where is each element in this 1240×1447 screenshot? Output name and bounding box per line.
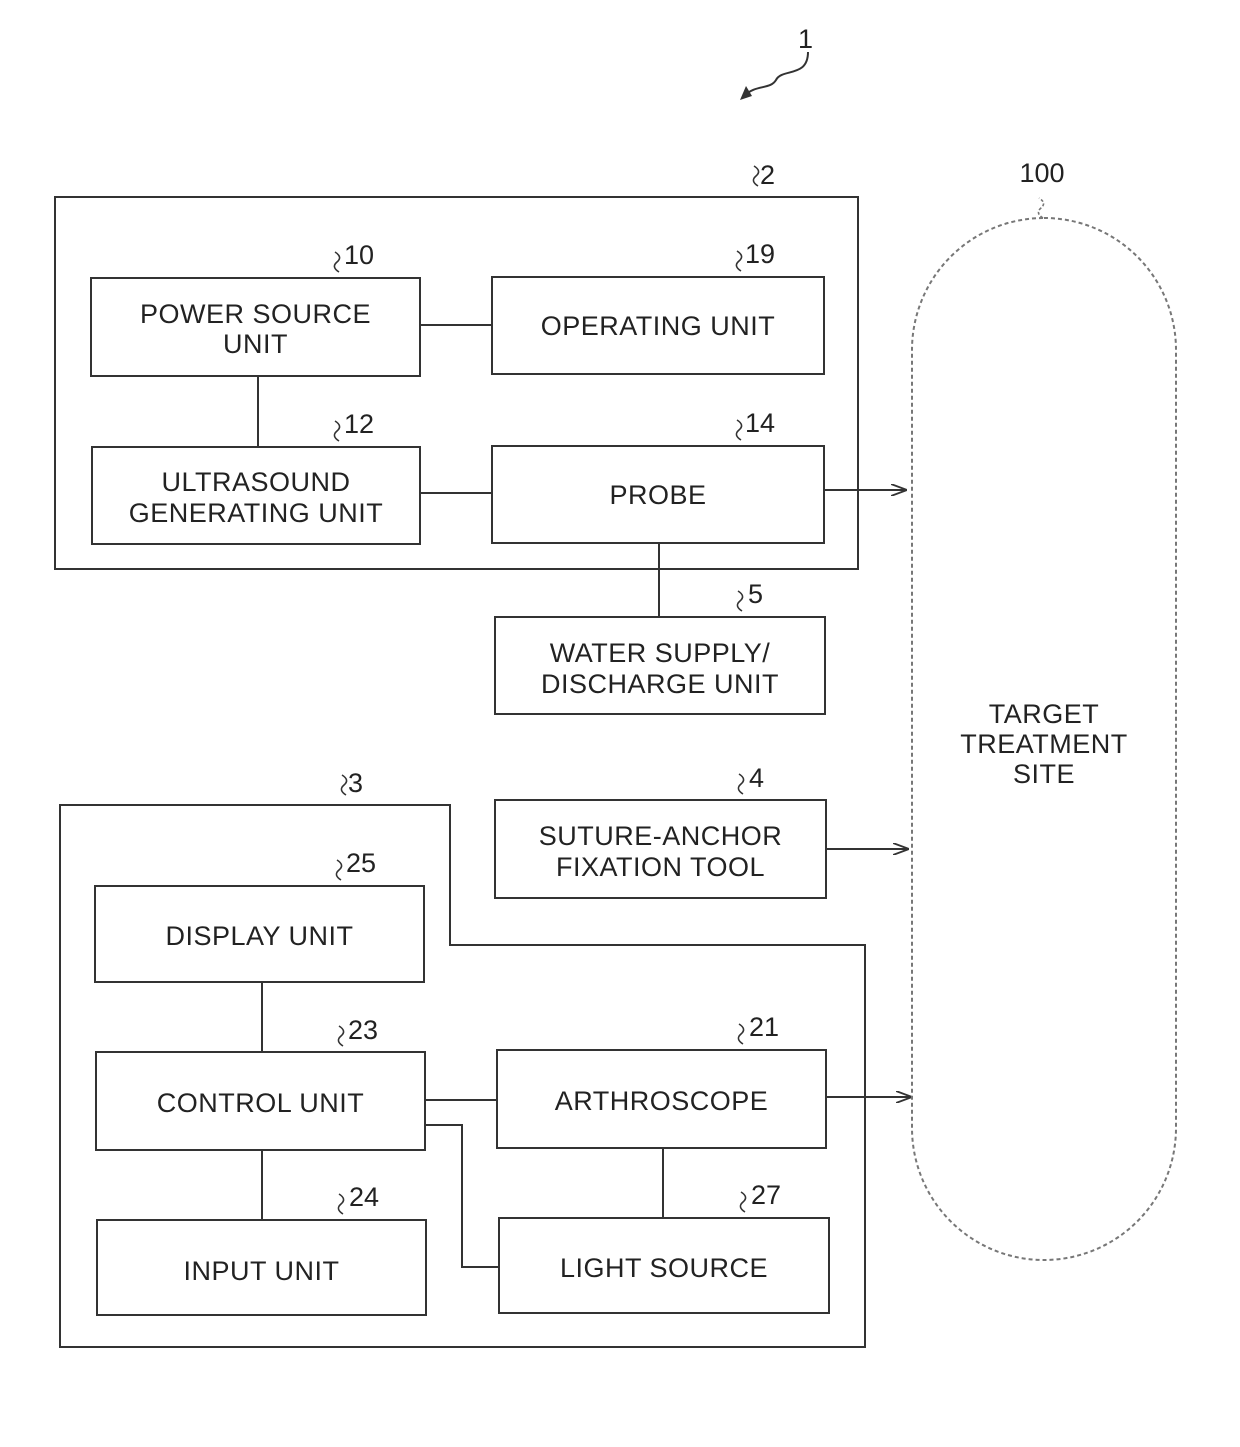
block-light-source-squiggle [740,1192,745,1212]
block-light-source-line1: LIGHT SOURCE [560,1253,768,1283]
target-treatment-site-line3: SITE [1013,759,1075,789]
block-operating-unit: OPERATING UNIT 19 [492,239,824,374]
figure-ref: 1 [740,24,813,100]
figure-ref-leader [744,52,808,96]
block-display-unit-line1: DISPLAY UNIT [165,921,353,951]
block-suture-anchor-fixation-tool-ref: 4 [749,763,764,793]
figure-ref-arrow [740,86,752,100]
block-input-unit-ref: 24 [349,1182,379,1212]
block-ultrasound-generating-unit-squiggle [334,421,339,441]
block-arthroscope-squiggle [738,1024,743,1044]
block-display-unit-ref: 25 [346,848,376,878]
block-suture-anchor-fixation-tool: SUTURE-ANCHOR FIXATION TOOL 4 [495,763,826,898]
block-control-unit-squiggle [338,1026,343,1046]
link-control-light [425,1125,499,1267]
block-operating-unit-ref: 19 [745,239,775,269]
block-ultrasound-generating-unit-ref: 12 [344,409,374,439]
block-operating-unit-line1: OPERATING UNIT [541,311,776,341]
block-arthroscope-ref: 21 [749,1012,779,1042]
block-power-source-unit-line1: POWER SOURCE [140,299,371,329]
block-probe-line1: PROBE [609,480,706,510]
group-endoscope-device-ref: 3 [348,768,363,798]
block-water-supply-discharge-unit-squiggle [737,591,742,611]
target-treatment-site-line2: TREATMENT [960,729,1128,759]
block-suture-anchor-fixation-tool-squiggle [738,774,743,794]
group-endoscope-device-squiggle [341,775,346,795]
figure-ref-label: 1 [798,24,813,54]
block-light-source-ref: 27 [751,1180,781,1210]
block-probe: PROBE 14 [492,408,824,543]
block-suture-anchor-fixation-tool-line1: SUTURE-ANCHOR [539,821,783,851]
block-suture-anchor-fixation-tool-line2: FIXATION TOOL [556,852,765,882]
block-power-source-unit: POWER SOURCE UNIT 10 [91,240,420,376]
block-input-unit-line1: INPUT UNIT [183,1256,339,1286]
block-power-source-unit-ref: 10 [344,240,374,270]
block-control-unit: CONTROL UNIT 23 [96,1015,425,1150]
group-ultrasound-device-ref: 2 [760,160,775,190]
block-display-unit: DISPLAY UNIT 25 [95,848,424,982]
block-probe-ref: 14 [745,408,775,438]
block-operating-unit-squiggle [736,251,741,271]
block-water-supply-discharge-unit-line1: WATER SUPPLY/ [550,638,771,668]
block-ultrasound-generating-unit: ULTRASOUND GENERATING UNIT 12 [92,409,420,544]
block-input-unit-squiggle [338,1194,343,1214]
target-treatment-site-ref: 100 [1019,158,1064,188]
target-treatment-site-squiggle [1038,198,1043,218]
block-display-unit-squiggle [336,860,341,880]
block-control-unit-line1: CONTROL UNIT [157,1088,365,1118]
block-ultrasound-generating-unit-line2: GENERATING UNIT [129,498,384,528]
block-ultrasound-generating-unit-line1: ULTRASOUND [161,467,350,497]
block-arthroscope: ARTHROSCOPE 21 [497,1012,826,1148]
target-treatment-site-line1: TARGET [989,699,1100,729]
block-water-supply-discharge-unit-line2: DISCHARGE UNIT [541,669,779,699]
block-probe-squiggle [736,420,741,440]
block-arthroscope-line1: ARTHROSCOPE [555,1086,769,1116]
block-power-source-unit-line2: UNIT [223,329,288,359]
block-water-supply-discharge-unit-ref: 5 [748,579,763,609]
block-control-unit-ref: 23 [348,1015,378,1045]
target-treatment-site: 100 TARGET TREATMENT SITE [912,158,1176,1260]
group-ultrasound-device-squiggle [753,166,758,186]
block-power-source-unit-squiggle [334,252,339,272]
